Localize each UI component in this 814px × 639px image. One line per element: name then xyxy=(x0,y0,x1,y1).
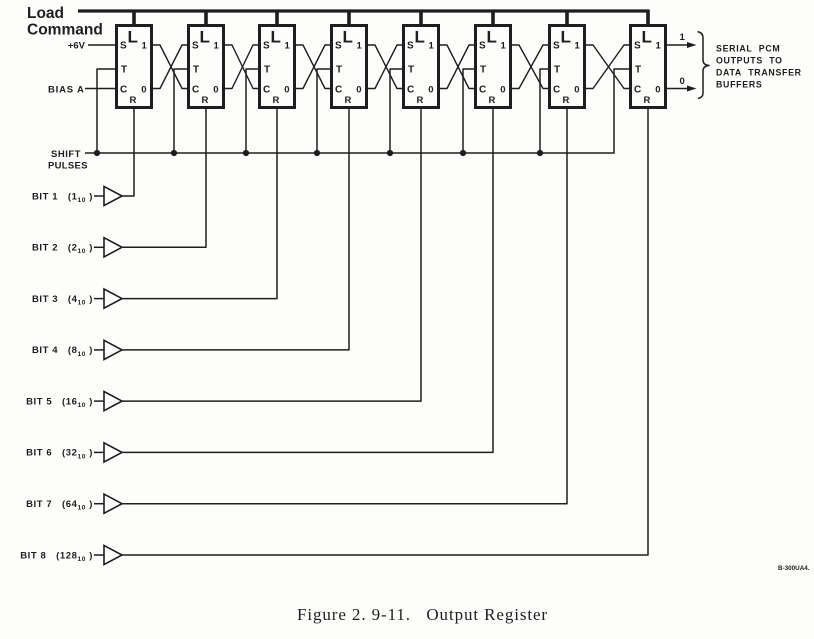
svg-text:0: 0 xyxy=(428,85,433,96)
svg-text:Command: Command xyxy=(27,22,103,39)
svg-text:T: T xyxy=(408,65,414,76)
svg-text:1: 1 xyxy=(680,32,686,43)
svg-text:R: R xyxy=(644,95,651,106)
svg-text:T: T xyxy=(336,65,342,76)
svg-text:OUTPUTS TO: OUTPUTS TO xyxy=(716,56,783,66)
svg-text:PULSES: PULSES xyxy=(48,161,88,172)
svg-text:L: L xyxy=(128,28,138,47)
svg-text:BIT 8 (12810 ): BIT 8 (12810 ) xyxy=(20,550,93,563)
svg-text:BIT 6 (3210 ): BIT 6 (3210 ) xyxy=(26,448,93,461)
svg-text:1: 1 xyxy=(656,41,662,52)
svg-text:1: 1 xyxy=(285,41,291,52)
svg-text:R: R xyxy=(345,95,352,106)
svg-text:S: S xyxy=(192,41,199,52)
svg-text:S: S xyxy=(553,41,560,52)
svg-text:R: R xyxy=(202,95,209,106)
svg-text:0: 0 xyxy=(574,85,579,96)
svg-text:L: L xyxy=(561,28,571,47)
svg-text:S: S xyxy=(634,41,641,52)
svg-text:BIT 7 (6410 ): BIT 7 (6410 ) xyxy=(26,499,93,512)
svg-text:BUFFERS: BUFFERS xyxy=(716,80,762,90)
svg-text:1: 1 xyxy=(429,41,435,52)
svg-text:T: T xyxy=(480,65,486,76)
svg-text:1: 1 xyxy=(501,41,507,52)
svg-text:+6V: +6V xyxy=(68,41,86,52)
svg-text:C: C xyxy=(479,85,486,96)
svg-text:R: R xyxy=(130,95,137,106)
svg-text:L: L xyxy=(642,28,652,47)
svg-text:S: S xyxy=(263,41,270,52)
svg-text:C: C xyxy=(192,85,199,96)
svg-text:S: S xyxy=(335,41,342,52)
svg-text:C: C xyxy=(407,85,414,96)
svg-text:SERIAL PCM: SERIAL PCM xyxy=(716,43,780,53)
svg-text:Load: Load xyxy=(27,5,64,22)
svg-text:BIT 4 (810 ): BIT 4 (810 ) xyxy=(32,345,93,358)
svg-text:1: 1 xyxy=(357,41,363,52)
svg-text:0: 0 xyxy=(141,85,146,96)
svg-text:0: 0 xyxy=(284,85,289,96)
svg-text:BIT 2 (210 ): BIT 2 (210 ) xyxy=(32,243,93,256)
svg-text:1: 1 xyxy=(575,41,581,52)
svg-text:C: C xyxy=(553,85,560,96)
svg-text:T: T xyxy=(554,65,560,76)
svg-text:SHIFT: SHIFT xyxy=(51,149,81,160)
svg-text:S: S xyxy=(120,41,127,52)
svg-text:0: 0 xyxy=(356,85,361,96)
svg-text:BIT 1 (110 ): BIT 1 (110 ) xyxy=(32,191,93,204)
svg-text:C: C xyxy=(120,85,127,96)
svg-text:C: C xyxy=(634,85,641,96)
svg-text:BIT 5 (1610 ): BIT 5 (1610 ) xyxy=(26,396,93,409)
svg-text:BIT 3 (410 ): BIT 3 (410 ) xyxy=(32,294,93,307)
svg-text:L: L xyxy=(200,28,210,47)
svg-text:0: 0 xyxy=(680,76,685,87)
svg-text:Figure 2. 9-11. Output Regis: Figure 2. 9-11. Output Register xyxy=(297,605,548,624)
svg-text:B-300UA4.: B-300UA4. xyxy=(778,565,810,572)
svg-text:1: 1 xyxy=(142,41,148,52)
svg-text:L: L xyxy=(271,28,281,47)
svg-text:DATA TRANSFER: DATA TRANSFER xyxy=(716,68,802,78)
svg-text:0: 0 xyxy=(500,85,505,96)
svg-text:S: S xyxy=(407,41,414,52)
svg-text:R: R xyxy=(489,95,496,106)
svg-text:T: T xyxy=(264,65,270,76)
svg-text:BIAS A: BIAS A xyxy=(48,85,85,96)
svg-text:R: R xyxy=(273,95,280,106)
svg-text:L: L xyxy=(487,28,497,47)
svg-text:1: 1 xyxy=(214,41,220,52)
svg-text:C: C xyxy=(263,85,270,96)
svg-text:0: 0 xyxy=(655,85,660,96)
svg-text:T: T xyxy=(193,65,199,76)
svg-text:S: S xyxy=(479,41,486,52)
svg-text:T: T xyxy=(635,65,641,76)
svg-text:L: L xyxy=(343,28,353,47)
svg-text:C: C xyxy=(335,85,342,96)
svg-text:L: L xyxy=(415,28,425,47)
svg-text:T: T xyxy=(121,65,127,76)
svg-text:R: R xyxy=(417,95,424,106)
svg-text:0: 0 xyxy=(213,85,218,96)
svg-text:R: R xyxy=(563,95,570,106)
